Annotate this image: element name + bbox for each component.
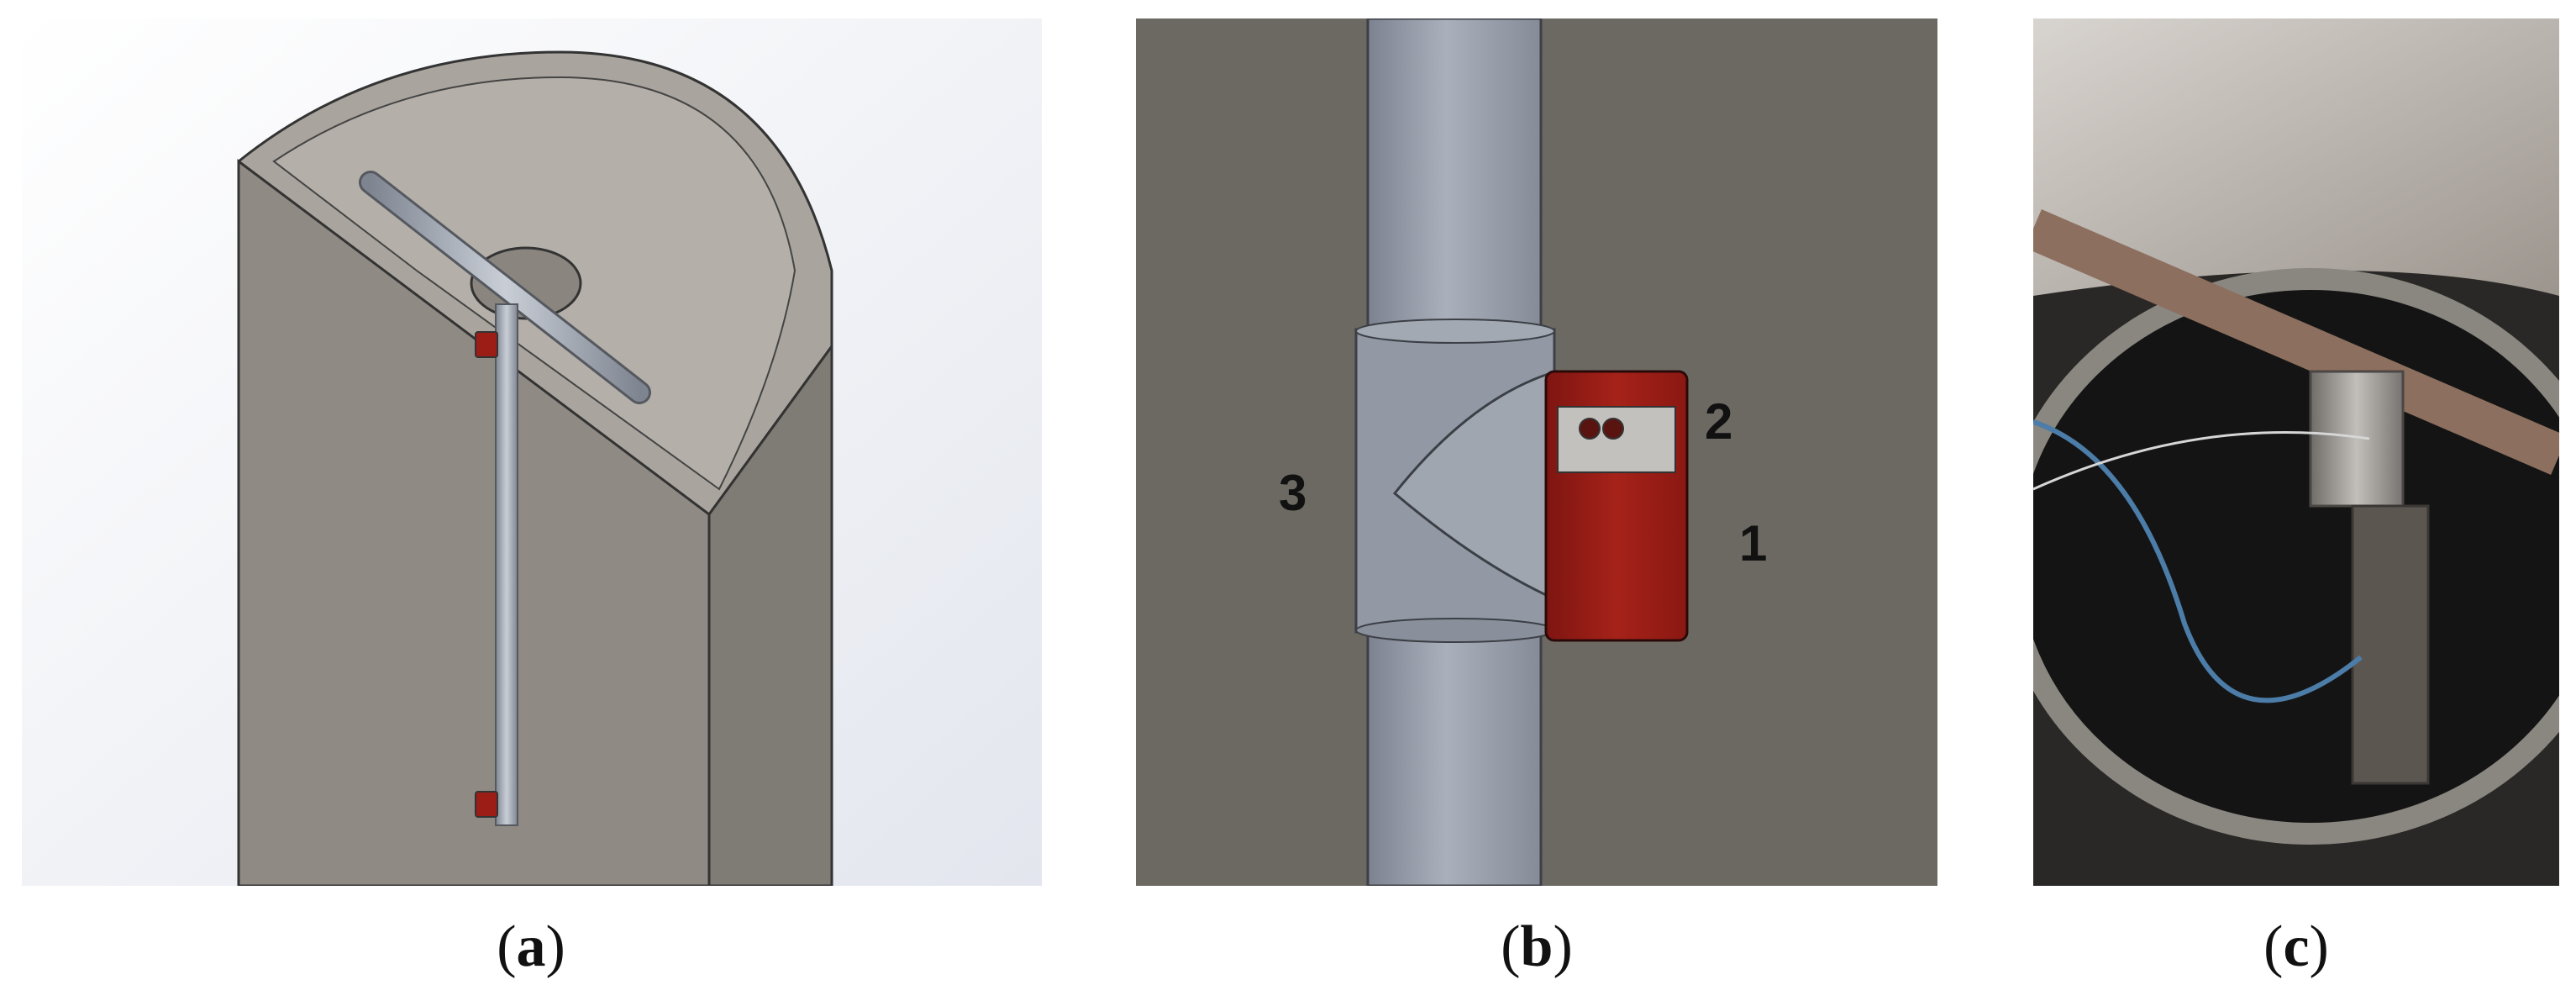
panel-b-sensor-closeup: 2 1 3 <box>1136 18 1937 886</box>
callout-1: 1 <box>1739 515 1767 571</box>
tee-top-edge <box>1355 319 1555 344</box>
callout-2: 2 <box>1705 393 1732 450</box>
tank-cutaway-drawing <box>22 18 1042 886</box>
photo-vertical-pipe <box>2351 504 2430 785</box>
plate-hole-left <box>1579 418 1601 440</box>
caption-a-close: ) <box>545 914 565 979</box>
caption-c-open: ( <box>2263 914 2284 979</box>
tee-bottom-edge <box>1355 618 1555 643</box>
tank-outer-wall <box>707 342 833 886</box>
tank-lid <box>2033 18 2559 296</box>
tank-photo-drawing <box>2033 18 2559 886</box>
metal-plate <box>1557 406 1676 473</box>
caption-b-close: ) <box>1553 914 1573 979</box>
white-wire <box>2033 431 2370 491</box>
panel-c-tank-photo <box>2033 18 2559 886</box>
caption-b: (b) <box>1411 909 1663 985</box>
caption-a-open: ( <box>497 914 517 979</box>
caption-a-letter: a <box>516 914 546 979</box>
tank-cut-wall <box>237 159 711 886</box>
horizontal-pipe <box>361 173 649 402</box>
photo-horizontal-pipe <box>2033 209 2559 475</box>
caption-c: (c) <box>2170 909 2422 985</box>
caption-b-letter: b <box>1520 914 1553 979</box>
caption-c-close: ) <box>2309 914 2329 979</box>
photo-tee-fitting <box>2309 370 2405 508</box>
callout-3: 3 <box>1279 465 1306 521</box>
plate-hole-right <box>1602 418 1624 440</box>
sensor-closeup-drawing: 2 1 3 <box>1136 18 1937 886</box>
caption-a: (a) <box>405 909 657 985</box>
caption-b-open: ( <box>1501 914 1521 979</box>
caption-c-letter: c <box>2283 914 2310 979</box>
blue-cable <box>2033 419 2363 703</box>
lower-sensor <box>475 791 498 818</box>
upper-sensor <box>475 331 498 358</box>
panel-a-tank-cutaway <box>22 18 1042 886</box>
vertical-pipe <box>495 303 518 826</box>
